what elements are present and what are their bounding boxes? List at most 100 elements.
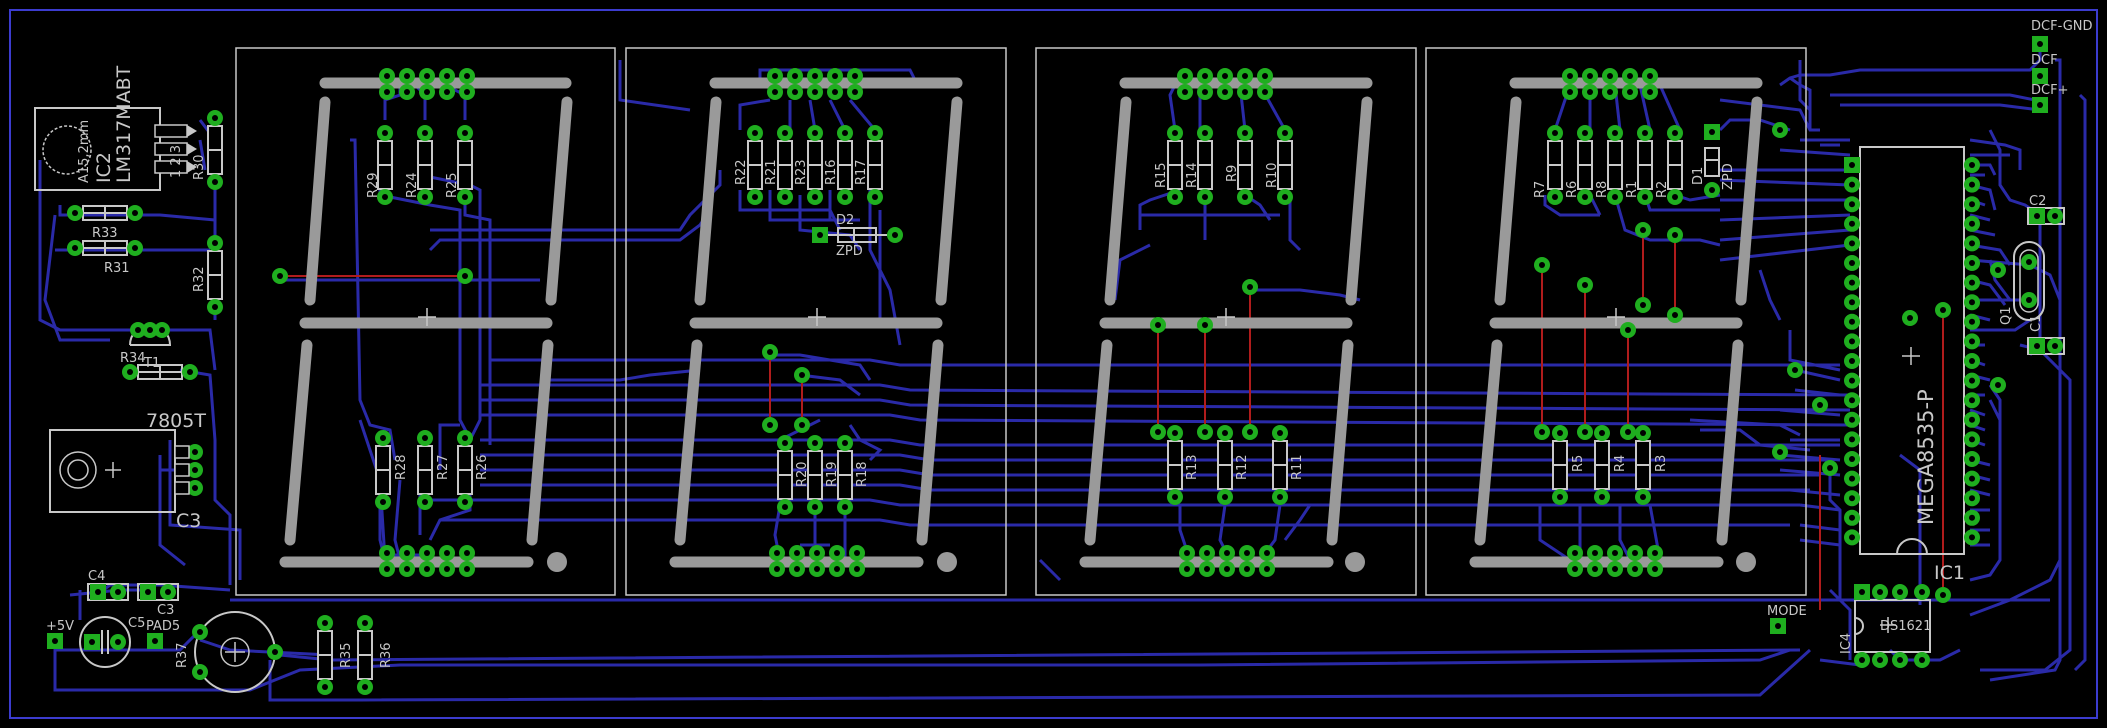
label-r32: R32	[192, 266, 207, 292]
mcu-pin-pad	[1844, 294, 1860, 311]
resistor-r30	[206, 109, 224, 191]
mcu-pin-pad	[1964, 451, 1980, 467]
mcu-pin-pad	[1964, 353, 1980, 369]
label-r37: R37	[175, 642, 190, 668]
label-r11: R11	[1290, 454, 1305, 480]
mcu-pin-pad	[1844, 490, 1860, 507]
mcu-pin-pad	[1844, 235, 1860, 252]
label-lm317: LM317MABT	[113, 65, 135, 183]
label-r13: R13	[1185, 454, 1200, 480]
label-r17: R17	[854, 159, 869, 185]
label-r19: R19	[825, 461, 840, 487]
label-r36: R36	[379, 642, 394, 668]
plus5v-pad	[47, 633, 63, 649]
mcu-pin-pad	[1964, 176, 1980, 193]
label-ic4: IC4	[1839, 633, 1854, 654]
label-zpd: ZPD	[836, 244, 863, 259]
label-ic2-pins: 1 2 3	[169, 145, 184, 178]
label-c2: C2	[2029, 194, 2046, 209]
regulator-ic2	[34, 107, 197, 191]
mcu-pin-pad	[1844, 255, 1860, 271]
mcu-pin-pad	[1844, 333, 1860, 350]
label-r16: R16	[824, 159, 839, 185]
label-dcf: DCF	[2031, 53, 2058, 68]
mcu-pin-pad	[1964, 294, 1980, 311]
label-r12: R12	[1235, 454, 1250, 480]
red-traces	[280, 230, 1944, 610]
label-r2: R2	[1655, 181, 1670, 198]
label-r20: R20	[795, 461, 810, 487]
mcu-pin-pad	[1844, 313, 1860, 330]
resistor-r32	[206, 234, 224, 316]
diode-d2	[812, 227, 903, 243]
regulator-7805	[49, 429, 203, 513]
dcf-connector	[2032, 36, 2048, 113]
capacitor-c3-small	[137, 583, 179, 601]
label-mode: MODE	[1767, 604, 1807, 619]
trimmer-r37	[192, 611, 283, 693]
label-q1: Q1	[1999, 306, 2014, 325]
label-r31: R31	[104, 261, 130, 276]
label-c1: C1	[2029, 315, 2044, 332]
mcu-pin-pad	[1844, 215, 1860, 232]
crosshair-marks	[105, 308, 1920, 633]
mcu-pin-pad	[1844, 451, 1860, 467]
resistor-r35	[316, 614, 334, 696]
mcu-pin-pad	[1844, 196, 1860, 213]
mode-pad	[1770, 618, 1786, 634]
label-r34: R34	[120, 351, 146, 366]
mcu-pin-pad	[1964, 274, 1980, 291]
label-c3b: C3	[157, 603, 174, 618]
mcu-pin-pad	[1964, 470, 1980, 487]
label-c3: C3	[176, 510, 201, 532]
label-r7: R7	[1533, 181, 1548, 198]
mcu-pin-pad	[1964, 255, 1980, 271]
mcu-pin-pad	[1964, 372, 1980, 389]
mcu-pin-pad	[1844, 392, 1860, 409]
capacitor-c1	[2027, 337, 2065, 355]
label-dcf-plus: DCF+	[2031, 83, 2068, 98]
label-mega: MEGA8535-P	[1914, 389, 1938, 525]
traces	[38, 45, 2087, 702]
label-r8: R8	[1595, 181, 1610, 198]
mcu-pin-pad	[1964, 196, 1980, 213]
label-plus5v: +5V	[46, 619, 74, 634]
label-r29: R29	[366, 172, 381, 198]
board-outline	[9, 9, 2098, 719]
label-r25: R25	[445, 172, 460, 198]
labels: IC2 LM317MABT 1 2 3 A15,2mm R30 R33 R31 …	[46, 19, 2093, 668]
label-r30: R30	[192, 154, 207, 180]
label-r6: R6	[1565, 181, 1580, 198]
label-c5: C5	[128, 616, 145, 631]
capacitor-c5	[79, 616, 131, 668]
label-r23: R23	[794, 159, 809, 185]
mcu-pin-pad	[1844, 353, 1860, 369]
label-t1: T1	[143, 356, 160, 371]
label-r9: R9	[1225, 165, 1240, 182]
mcu-ic1	[1844, 146, 1980, 555]
resistor-r31	[66, 239, 144, 257]
mcu-pin-pad	[1964, 313, 1980, 330]
label-r24: R24	[405, 172, 420, 198]
label-r28: R28	[394, 454, 409, 480]
sensor-ic4	[1854, 584, 1931, 668]
label-r35: R35	[339, 642, 354, 668]
capacitor-c2	[2027, 207, 2065, 225]
mcu-pin-pad	[1964, 411, 1980, 428]
mcu-pin-pad	[1844, 529, 1860, 546]
mcu-pin-pad	[1844, 411, 1860, 428]
label-ic1: IC1	[1934, 562, 1965, 584]
label-r1: R1	[1625, 181, 1640, 198]
label-r5: R5	[1571, 455, 1586, 472]
label-c4: C4	[88, 569, 105, 584]
label-r18: R18	[855, 461, 870, 487]
mcu-pin-pad	[1964, 235, 1980, 252]
mcu-pin-pad	[1844, 372, 1860, 389]
mcu-pin-pad	[1844, 157, 1860, 173]
label-dcf-gnd: DCF-GND	[2031, 19, 2093, 34]
mcu-pin-pad	[1844, 274, 1860, 291]
mcu-pin-pad	[1964, 431, 1980, 448]
label-r33: R33	[92, 226, 118, 241]
transistor-t1	[129, 322, 172, 346]
